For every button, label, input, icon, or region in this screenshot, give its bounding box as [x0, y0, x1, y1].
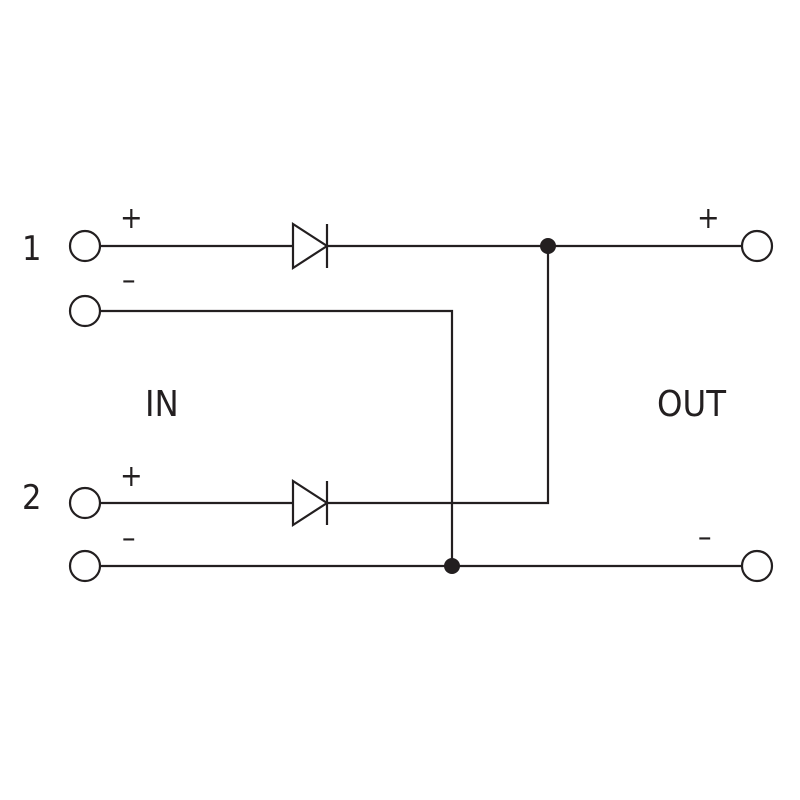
- terminal-input-1-minus: [68, 294, 102, 328]
- wires: [99, 244, 744, 568]
- junction-minus: [444, 558, 460, 574]
- diode-1-triangle: [291, 221, 330, 271]
- junction-plus: [540, 238, 556, 254]
- terminal-output-plus: [740, 229, 774, 263]
- label-input-1-plus: +: [120, 201, 143, 236]
- terminal-input-1-plus: [68, 229, 102, 263]
- terminal-output-minus: [740, 549, 774, 583]
- wire-diode-2-to-junction: [325, 244, 550, 505]
- terminal-input-2-plus: [68, 486, 102, 520]
- diode-2-triangle: [291, 478, 330, 528]
- terminal-input-2-minus: [68, 549, 102, 583]
- label-input-1-minus: –: [122, 263, 136, 298]
- label-input-2-minus: –: [122, 521, 136, 556]
- terminals: [68, 229, 774, 583]
- label-in: IN: [145, 384, 179, 425]
- diode-2: [291, 478, 330, 528]
- wire-input-1-minus: [99, 309, 454, 568]
- label-output-plus: +: [697, 201, 720, 236]
- diode-1: [291, 221, 330, 271]
- label-input-2-plus: +: [120, 459, 143, 494]
- label-input-2: 2: [22, 478, 41, 518]
- label-out: OUT: [657, 384, 726, 425]
- label-output-minus: –: [698, 520, 712, 555]
- label-input-1: 1: [22, 229, 41, 269]
